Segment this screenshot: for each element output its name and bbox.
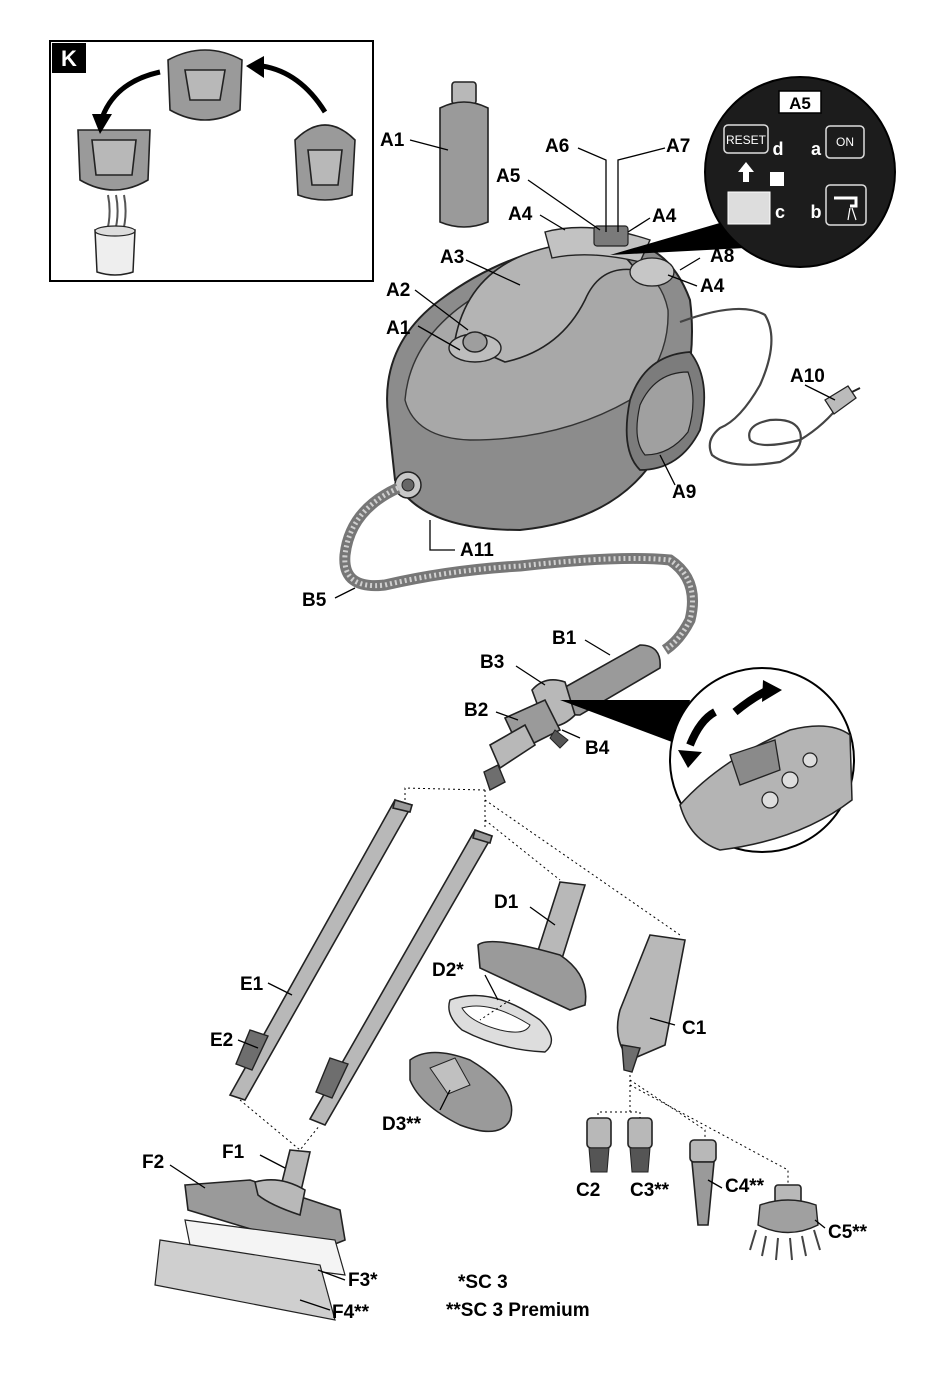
label-c1: C1 xyxy=(682,1018,707,1039)
assembly-guides xyxy=(240,788,788,1185)
label-c4: C4** xyxy=(725,1176,765,1197)
detail-nozzle-c1 xyxy=(618,935,685,1072)
label-a1-top: A1 xyxy=(380,130,405,151)
label-a3: A3 xyxy=(440,247,464,268)
label-b3: B3 xyxy=(480,652,504,673)
inset-k: K xyxy=(50,41,373,281)
label-f2: F2 xyxy=(142,1152,164,1173)
label-a4-left: A4 xyxy=(508,204,533,225)
label-e1: E1 xyxy=(240,974,264,995)
steam-cleaner-body xyxy=(387,226,704,530)
unit-right xyxy=(295,125,355,200)
footnote-sc3-premium: **SC 3 Premium xyxy=(446,1300,590,1321)
extension-tube-left xyxy=(230,800,412,1100)
label-e2: E2 xyxy=(210,1030,233,1051)
label-d3: D3** xyxy=(382,1114,422,1135)
label-a5: A5 xyxy=(496,166,521,187)
label-a8: A8 xyxy=(710,246,734,267)
label-d2: D2* xyxy=(432,960,464,981)
label-a11: A11 xyxy=(460,540,494,561)
inset-k-label: K xyxy=(61,46,77,71)
letter-a: a xyxy=(811,139,822,159)
terry-cover-d2 xyxy=(449,996,552,1053)
label-b2: B2 xyxy=(464,700,488,721)
label-c5: C5** xyxy=(828,1222,868,1243)
footnote-sc3: *SC 3 xyxy=(458,1272,508,1293)
footnotes: *SC 3 **SC 3 Premium xyxy=(446,1272,590,1321)
descaling-cartridge-a1 xyxy=(440,82,488,227)
label-f3: F3* xyxy=(348,1270,378,1291)
unit-inverted-top xyxy=(168,50,242,120)
label-a4-right: A4 xyxy=(700,276,725,297)
label-c3: C3** xyxy=(630,1180,670,1201)
power-cable-a10 xyxy=(680,309,860,465)
reset-text: RESET xyxy=(726,133,767,147)
label-b4: B4 xyxy=(585,738,610,759)
label-a10: A10 xyxy=(790,366,825,387)
label-f4: F4** xyxy=(332,1302,370,1323)
label-f1: F1 xyxy=(222,1142,245,1163)
label-a9: A9 xyxy=(672,482,696,503)
label-d1: D1 xyxy=(494,892,519,913)
on-text: ON xyxy=(836,135,854,149)
round-brush-c3 xyxy=(628,1118,652,1172)
letter-d: d xyxy=(773,139,784,159)
letter-b: b xyxy=(811,202,822,222)
round-brush-c2 xyxy=(587,1118,611,1172)
microfibre-cover-d3 xyxy=(410,1053,512,1132)
label-a6: A6 xyxy=(545,136,569,157)
label-c2: C2 xyxy=(576,1180,600,1201)
label-b5: B5 xyxy=(302,590,327,611)
a5-panel-title: A5 xyxy=(789,94,811,113)
label-a1: A1 xyxy=(386,318,411,339)
control-panel-callout-a5: A5 RESET d a ON c b xyxy=(610,77,895,267)
label-a4-right-top: A4 xyxy=(652,206,677,227)
label-a7: A7 xyxy=(666,136,690,157)
label-a2: A2 xyxy=(386,280,410,301)
water-tap-icon xyxy=(826,185,866,225)
letter-c: c xyxy=(775,202,785,222)
label-b1: B1 xyxy=(552,628,577,649)
